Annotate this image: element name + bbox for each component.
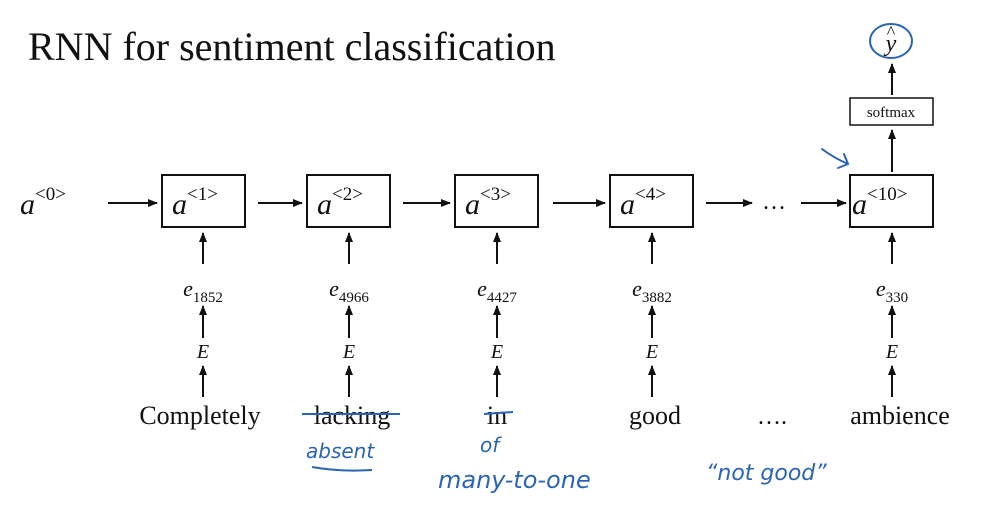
- embedding-4: e3882: [632, 276, 672, 306]
- input-column-4: e3882 E good: [629, 232, 681, 430]
- cell-10-activation: a<10>: [852, 184, 907, 221]
- underline-absent: [311, 466, 373, 472]
- input-column-1: e1852 E Completely: [139, 232, 261, 430]
- embedding-10: e330: [876, 276, 908, 306]
- rnn-cell-1: a<1>: [161, 174, 246, 228]
- word-ellipsis: ….: [757, 404, 787, 430]
- cell-4-activation: a<4>: [620, 184, 666, 221]
- cell-2-activation: a<2>: [317, 184, 363, 221]
- strike-in: [483, 411, 514, 415]
- softmax-box: [849, 97, 934, 126]
- word-2: lacking: [314, 401, 391, 430]
- state-ellipsis: …: [762, 189, 786, 215]
- softmax-label: softmax: [867, 105, 916, 121]
- rnn-cell-2: a<2>: [306, 174, 391, 228]
- output-circle-annotation: [869, 23, 913, 59]
- output-y-hat: y: [884, 31, 897, 57]
- annotation-many-to-one: many-to-one: [438, 466, 591, 494]
- pointer-arrow-icon: [821, 148, 850, 169]
- input-column-2: e4966 E lacking: [314, 232, 391, 430]
- rnn-cell-4: a<4>: [609, 174, 694, 228]
- output-hat-accent: ^: [887, 22, 896, 42]
- annotation-absent: absent: [306, 439, 375, 463]
- embedding-3: e4427: [477, 276, 517, 306]
- annotation-of: of: [480, 433, 502, 457]
- embedding-matrix-3: E: [490, 341, 503, 363]
- embedding-1: e1852: [183, 276, 223, 306]
- embedding-matrix-2: E: [342, 341, 355, 363]
- cell-3-activation: a<3>: [465, 184, 511, 221]
- word-1: Completely: [139, 401, 260, 430]
- embedding-matrix-1: E: [196, 341, 209, 363]
- embedding-matrix-10: E: [885, 341, 898, 363]
- input-column-3: e4427 E in: [477, 232, 517, 430]
- word-10: ambience: [850, 401, 950, 430]
- slide-title: RNN for sentiment classification: [28, 24, 556, 69]
- cell-1-activation: a<1>: [172, 184, 218, 221]
- rnn-cell-3: a<3>: [454, 174, 539, 228]
- input-column-10: e330 E ambience: [850, 232, 950, 430]
- embedding-matrix-4: E: [645, 341, 658, 363]
- word-4: good: [629, 401, 681, 430]
- annotation-not-good: “not good”: [706, 461, 827, 486]
- initial-state-label: a<0>: [20, 184, 66, 221]
- embedding-2: e4966: [329, 276, 369, 306]
- word-3: in: [487, 401, 507, 430]
- rnn-cell-10: a<10>: [849, 174, 934, 228]
